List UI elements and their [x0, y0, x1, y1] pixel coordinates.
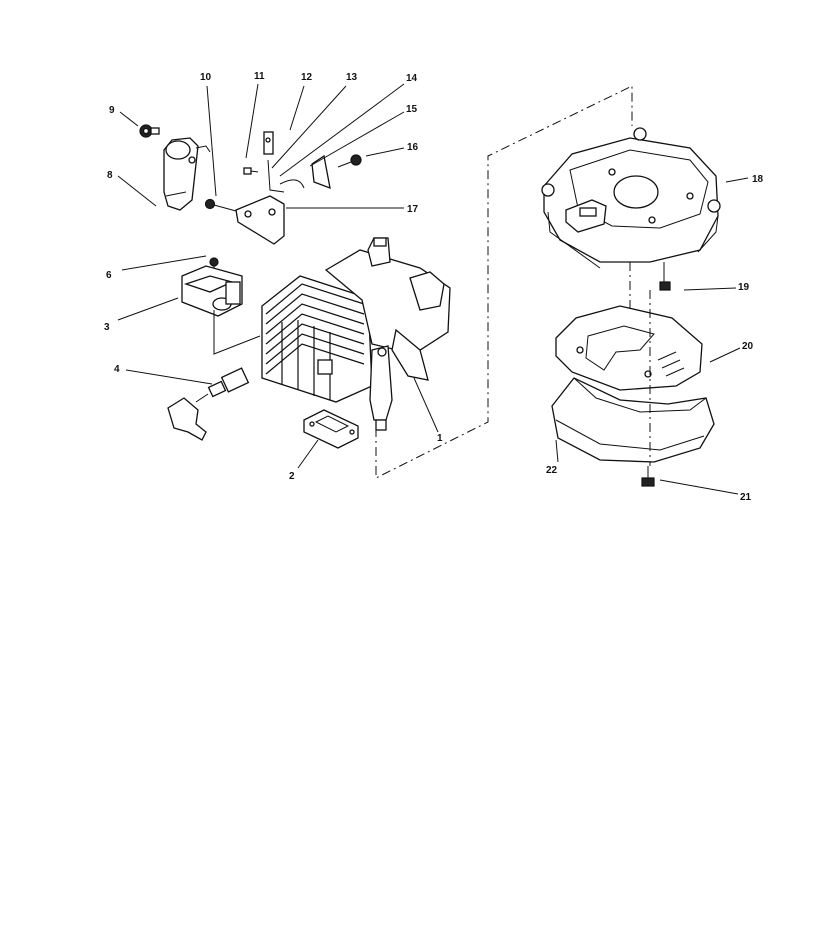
part-11-screw [243, 167, 259, 175]
spark-plug-boot [167, 397, 207, 441]
part-21-screw [641, 466, 655, 487]
callout-8: 8 [107, 170, 113, 181]
callout-13: 13 [346, 72, 358, 83]
part-9-nut [139, 124, 160, 138]
part-20-baffle [555, 305, 703, 391]
callout-19: 19 [738, 282, 750, 293]
part-18-housing [541, 127, 721, 269]
part-1-engine-block [261, 237, 451, 431]
callout-10: 10 [200, 72, 212, 83]
callout-17: 17 [407, 204, 419, 215]
part-10-screw [204, 198, 237, 212]
callout-2: 2 [289, 471, 295, 482]
callout-20: 20 [742, 341, 754, 352]
part-22-shroud [551, 377, 715, 463]
callout-15: 15 [406, 104, 418, 115]
part-8-bracket [163, 137, 211, 211]
callout-3: 3 [104, 322, 110, 333]
part-19-bolt [659, 262, 671, 291]
part-4-spark-plug [195, 367, 250, 403]
callout-18: 18 [752, 174, 764, 185]
part-2-gasket [303, 409, 359, 449]
callout-14: 14 [406, 73, 418, 84]
callout-11: 11 [254, 71, 265, 82]
callout-16: 16 [407, 142, 419, 153]
callout-labels: 9 8 10 11 12 13 14 15 16 17 6 3 4 1 2 18… [104, 71, 764, 503]
callout-4: 4 [114, 364, 120, 375]
part-12-clip [263, 131, 274, 155]
callout-22: 22 [546, 465, 558, 476]
callout-21: 21 [740, 492, 752, 503]
callout-1: 1 [437, 433, 443, 444]
callout-12: 12 [301, 72, 313, 83]
leader-lines [117, 83, 749, 495]
part-3-ignition-module [181, 265, 261, 355]
assembly-lines [375, 85, 651, 479]
callout-6: 6 [106, 270, 112, 281]
part-16-screw [337, 154, 362, 168]
callout-9: 9 [109, 105, 115, 116]
part-17-bracket [235, 195, 285, 245]
part-15-plate [311, 154, 331, 190]
part-13-14-links [267, 159, 305, 193]
